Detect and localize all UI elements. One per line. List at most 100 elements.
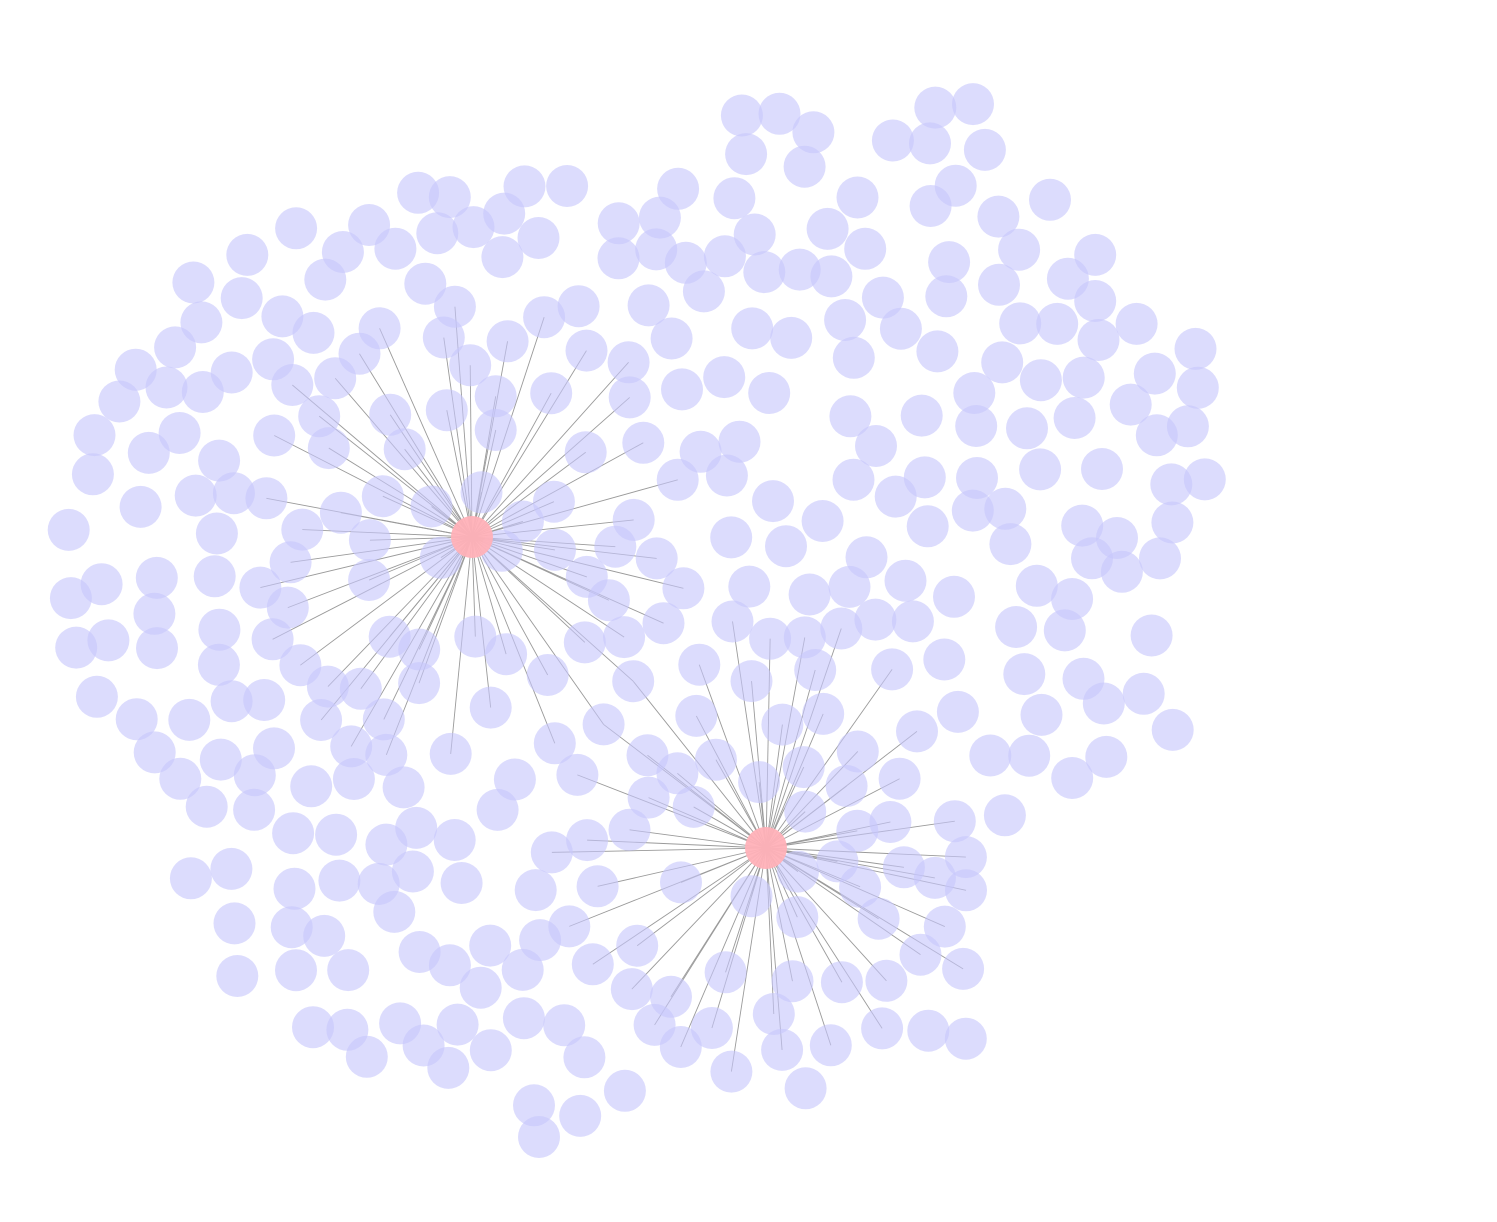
graph-node[interactable] <box>635 537 678 580</box>
graph-node[interactable] <box>193 555 236 598</box>
graph-node[interactable] <box>365 733 408 776</box>
graph-node[interactable] <box>909 122 951 165</box>
graph-node[interactable] <box>1135 414 1178 457</box>
graph-node[interactable] <box>660 861 702 904</box>
graph-node[interactable] <box>47 508 90 551</box>
graph-node[interactable] <box>825 765 868 807</box>
graph-node[interactable] <box>454 615 497 658</box>
graph-node[interactable] <box>608 808 651 851</box>
graph-node[interactable] <box>969 734 1012 777</box>
graph-node[interactable] <box>485 633 528 676</box>
graph-node[interactable] <box>563 621 606 664</box>
graph-node[interactable] <box>952 83 994 126</box>
graph-node[interactable] <box>832 458 875 501</box>
graph-node[interactable] <box>1183 458 1226 501</box>
graph-node[interactable] <box>493 758 536 801</box>
graph-node[interactable] <box>806 207 849 250</box>
graph-node[interactable] <box>896 710 938 753</box>
graph-node[interactable] <box>251 618 294 661</box>
graph-node[interactable] <box>749 617 792 660</box>
graph-node[interactable] <box>884 559 927 602</box>
graph-node[interactable] <box>253 414 296 457</box>
graph-node[interactable] <box>226 233 269 276</box>
graph-node[interactable] <box>743 251 786 294</box>
graph-node[interactable] <box>566 819 609 862</box>
graph-node[interactable] <box>705 454 748 497</box>
graph-node[interactable] <box>115 698 158 741</box>
graph-node[interactable] <box>836 176 879 219</box>
graph-node[interactable] <box>710 516 753 559</box>
graph-node[interactable] <box>1082 682 1125 725</box>
graph-node[interactable] <box>865 959 908 1002</box>
graph-node[interactable] <box>576 865 619 908</box>
graph-node[interactable] <box>1019 359 1062 402</box>
graph-node[interactable] <box>571 943 614 986</box>
graph-node[interactable] <box>198 608 241 651</box>
graph-node[interactable] <box>650 317 693 360</box>
graph-node[interactable] <box>557 285 600 328</box>
graph-node[interactable] <box>526 654 569 696</box>
graph-node[interactable] <box>348 559 391 601</box>
graph-node[interactable] <box>514 869 557 912</box>
graph-node[interactable] <box>198 439 241 482</box>
graph-node[interactable] <box>770 316 813 359</box>
graph-node[interactable] <box>330 725 373 768</box>
graph-node[interactable] <box>119 485 162 528</box>
graph-node[interactable] <box>963 128 1006 171</box>
graph-node[interactable] <box>49 577 92 620</box>
graph-node[interactable] <box>934 164 977 207</box>
graph-node[interactable] <box>1077 319 1120 361</box>
graph-node[interactable] <box>269 541 312 584</box>
graph-node[interactable] <box>428 944 471 987</box>
graph-node[interactable] <box>597 237 640 280</box>
graph-node[interactable] <box>1053 397 1096 439</box>
graph-node[interactable] <box>398 662 441 705</box>
graph-node[interactable] <box>916 330 959 373</box>
graph-node[interactable] <box>925 275 968 318</box>
graph-node[interactable] <box>168 698 211 741</box>
graph-node[interactable] <box>543 1004 586 1047</box>
graph-node[interactable] <box>771 960 814 1003</box>
graph-node[interactable] <box>998 228 1041 271</box>
graph-node[interactable] <box>210 351 253 394</box>
graph-node[interactable] <box>622 421 665 464</box>
graph-node[interactable] <box>98 380 141 423</box>
graph-node[interactable] <box>981 341 1024 384</box>
graph-node[interactable] <box>338 332 381 375</box>
graph-node[interactable] <box>612 660 655 703</box>
graph-node[interactable] <box>836 730 879 773</box>
graph-node[interactable] <box>907 1009 950 1052</box>
graph-node[interactable] <box>836 809 879 852</box>
graph-node[interactable] <box>290 765 333 808</box>
graph-node[interactable] <box>855 425 897 467</box>
graph-node[interactable] <box>731 307 774 350</box>
graph-node[interactable] <box>1176 366 1219 409</box>
graph-node[interactable] <box>914 86 957 129</box>
graph-node[interactable] <box>776 896 819 939</box>
graph-node[interactable] <box>603 1069 646 1112</box>
graph-node[interactable] <box>784 1067 827 1110</box>
graph-node[interactable] <box>928 241 971 284</box>
graph-node[interactable] <box>158 412 201 454</box>
graph-node[interactable] <box>1020 693 1063 736</box>
graph-node[interactable] <box>197 643 240 686</box>
graph-node[interactable] <box>730 660 773 703</box>
graph-node[interactable] <box>738 761 781 804</box>
graph-node[interactable] <box>174 474 217 517</box>
graph-node[interactable] <box>213 902 256 945</box>
graph-node[interactable] <box>292 311 335 354</box>
graph-node[interactable] <box>319 491 362 534</box>
graph-node[interactable] <box>433 819 476 861</box>
graph-node[interactable] <box>1008 734 1051 777</box>
graph-node[interactable] <box>321 231 364 273</box>
graph-node[interactable] <box>1115 302 1158 345</box>
graph-node[interactable] <box>136 627 178 670</box>
graph-node[interactable] <box>1074 233 1117 276</box>
graph-node[interactable] <box>1051 757 1094 799</box>
graph-node[interactable] <box>1003 653 1046 696</box>
graph-node[interactable] <box>1043 609 1086 652</box>
graph-node[interactable] <box>977 195 1020 238</box>
graph-node[interactable] <box>425 389 468 432</box>
graph-node[interactable] <box>1085 735 1128 778</box>
graph-node[interactable] <box>261 295 304 338</box>
